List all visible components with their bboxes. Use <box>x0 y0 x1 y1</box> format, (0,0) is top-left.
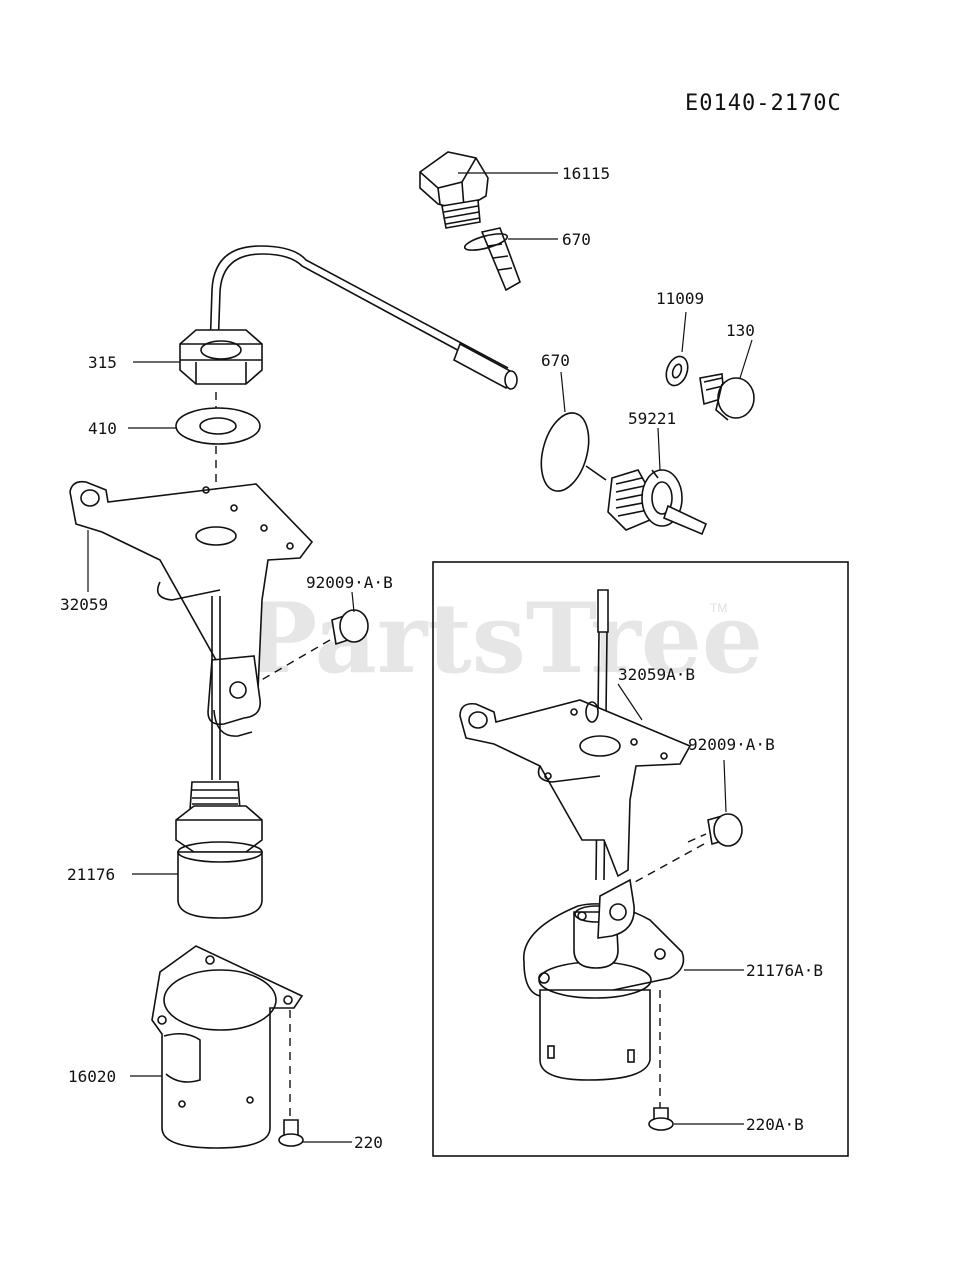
part-label-670-top[interactable]: 670 <box>562 230 591 249</box>
part-label-16020[interactable]: 16020 <box>68 1067 116 1086</box>
screw-92009-right[interactable] <box>707 813 743 847</box>
oil-filler-cap-16115[interactable] <box>419 151 521 292</box>
pressure-switch-21176ab[interactable] <box>523 878 685 1081</box>
washer-410[interactable] <box>175 407 261 445</box>
part-label-130[interactable]: 130 <box>726 321 755 340</box>
part-label-410[interactable]: 410 <box>88 419 117 438</box>
part-label-92009-right[interactable]: 92009·A·B <box>688 735 775 754</box>
sensor-59221[interactable] <box>607 469 708 536</box>
o-ring-670-top[interactable] <box>463 231 509 254</box>
part-label-32059[interactable]: 32059 <box>60 595 108 614</box>
part-label-59221[interactable]: 59221 <box>628 409 676 428</box>
part-label-670-mid[interactable]: 670 <box>541 351 570 370</box>
part-label-21176[interactable]: 21176 <box>67 865 115 884</box>
cover-16020[interactable] <box>151 945 304 1149</box>
part-label-16115[interactable]: 16115 <box>562 164 610 183</box>
part-label-21176ab[interactable]: 21176A·B <box>746 961 823 980</box>
part-label-220[interactable]: 220 <box>354 1133 383 1152</box>
part-label-11009[interactable]: 11009 <box>656 289 704 308</box>
bolt-130[interactable] <box>699 373 755 421</box>
screw-92009-left[interactable] <box>331 609 369 646</box>
sensor-wire <box>209 245 509 369</box>
bracket-32059ab[interactable] <box>459 699 692 878</box>
bracket-32059[interactable] <box>69 480 314 737</box>
part-label-92009-left[interactable]: 92009·A·B <box>306 573 393 592</box>
washer-11009[interactable] <box>662 353 691 388</box>
watermark: PartsTree <box>245 582 763 695</box>
part-label-32059ab[interactable]: 32059A·B <box>618 665 695 684</box>
drawing-id: E0140-2170C <box>685 91 842 116</box>
nut-315[interactable] <box>179 329 263 385</box>
part-label-220ab[interactable]: 220A·B <box>746 1115 804 1134</box>
screw-220ab[interactable] <box>648 1107 674 1131</box>
watermark-tm: TM <box>710 601 727 615</box>
variant-box <box>432 561 849 1157</box>
o-ring-670-mid[interactable] <box>533 408 596 497</box>
screw-220[interactable] <box>278 1119 304 1147</box>
part-label-315[interactable]: 315 <box>88 353 117 372</box>
pressure-switch-21176[interactable] <box>175 781 263 919</box>
